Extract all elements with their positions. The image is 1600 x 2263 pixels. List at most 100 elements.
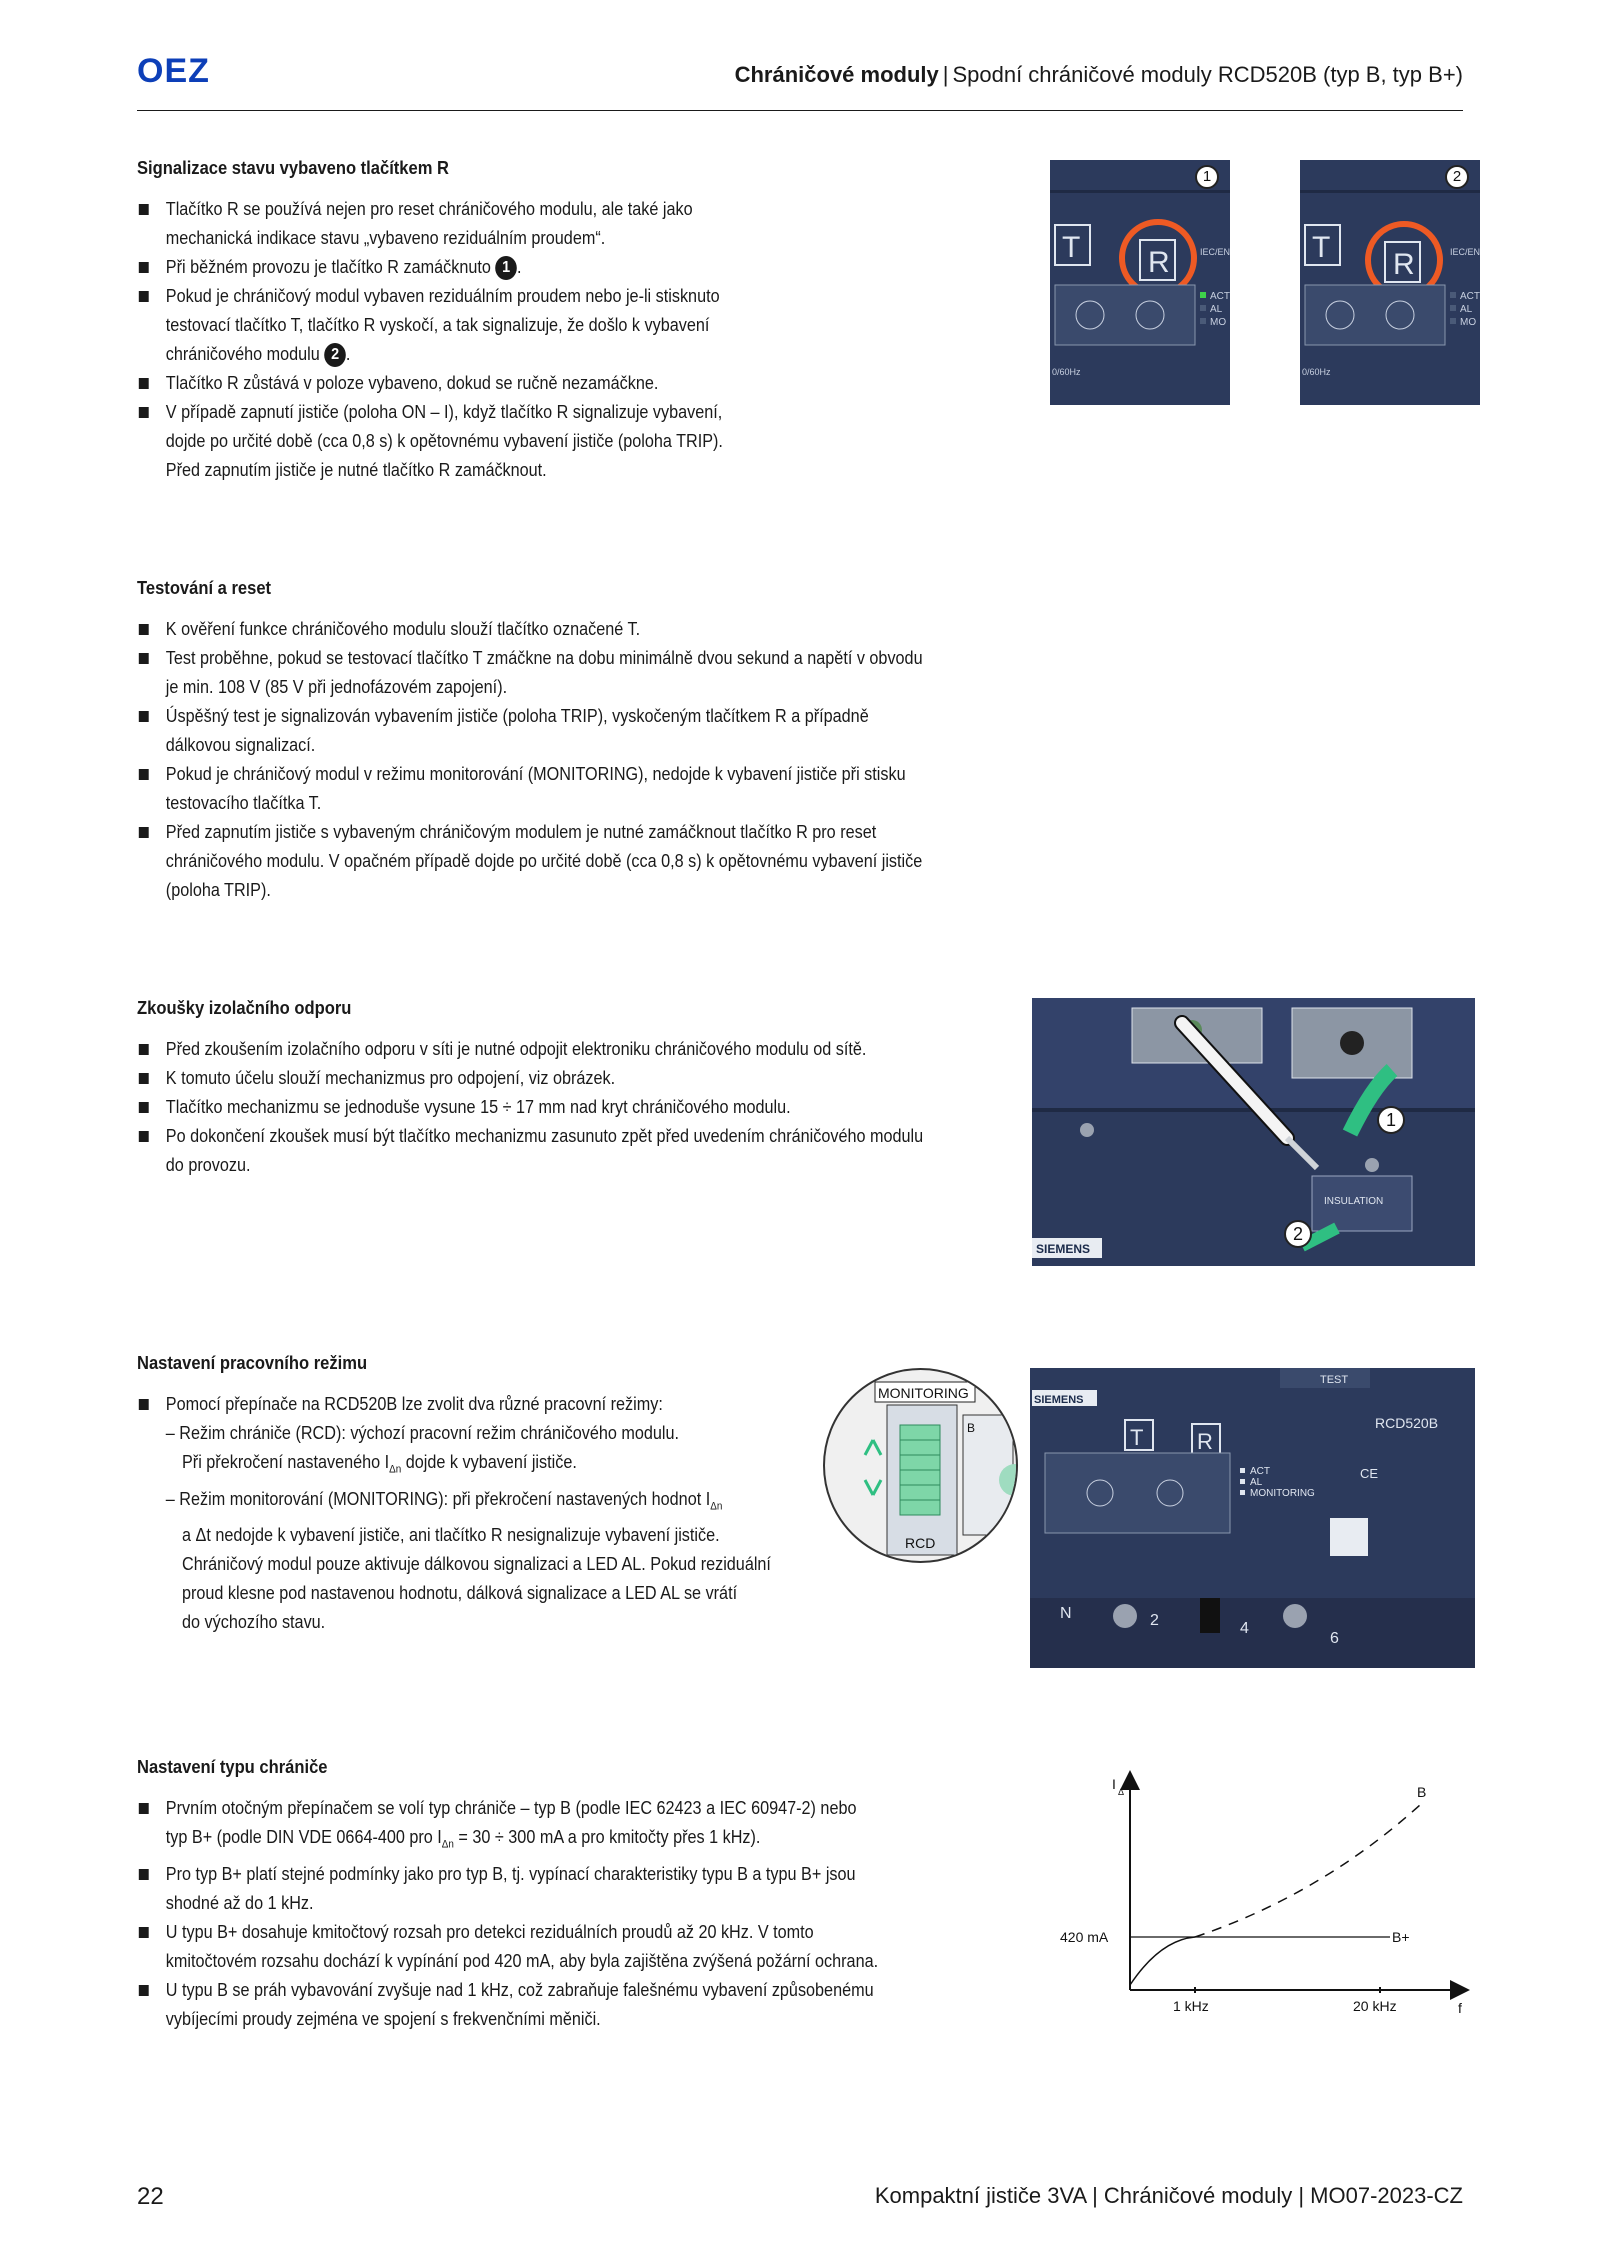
list-item: Před zapnutím jističe s vybaveným chráni… <box>137 818 947 905</box>
svg-text:RCD520B: RCD520B <box>1375 1415 1438 1431</box>
list-line: a Δt nedojde k vybavení jističe, ani tla… <box>182 1525 720 1546</box>
list-line: testovací tlačítko T, tlačítko R vyskočí… <box>165 315 710 335</box>
svg-text:R: R <box>1393 248 1415 281</box>
svg-text:AL: AL <box>1460 304 1473 315</box>
section-title: Signalizace stavu vybaveno tlačítkem R <box>137 158 450 178</box>
list-line: kmitočtovém rozsahu dochází k vypínání p… <box>165 1950 879 1971</box>
list-item: Prvním otočným přepínačem se volí typ ch… <box>137 1794 911 1860</box>
list-line: testovacího tlačítka T. <box>165 793 322 813</box>
trip-characteristic-graph: I Δ f B B+ 420 mA 1 kHz 20 kHz <box>1050 1765 1475 2015</box>
list-line: Prvním otočným přepínačem se volí typ ch… <box>165 1798 857 1818</box>
svg-text:TEST: TEST <box>1320 1374 1348 1386</box>
graph-svg: I Δ f B B+ 420 mA 1 kHz 20 kHz <box>1060 1770 1470 2015</box>
bullet-list: K ověření funkce chráničového modulu slo… <box>137 615 1037 905</box>
list-item: V případě zapnutí jističe (poloha ON – I… <box>137 398 767 485</box>
list-line: Pokud je chráničový modul v režimu monit… <box>165 764 906 784</box>
header-title: Chráničové moduly|Spodní chráničové modu… <box>735 62 1463 88</box>
svg-text:ACT: ACT <box>1210 291 1230 302</box>
bullet-list: Pomocí přepínače na RCD520B lze zvolit d… <box>137 1390 837 1637</box>
list-line: Pokud je chráničový modul vybaven rezidu… <box>165 286 720 306</box>
svg-text:ACT: ACT <box>1250 1466 1270 1477</box>
x-axis-label: f <box>1458 2000 1462 2015</box>
list-line: chráničového modulu. V opačném případě d… <box>165 851 923 871</box>
tick-label-20khz: 20 kHz <box>1353 1998 1397 2014</box>
svg-text:0/60Hz: 0/60Hz <box>1052 367 1081 377</box>
section-title: Nastavení pracovního režimu <box>137 1353 368 1373</box>
svg-text:MONITORING: MONITORING <box>1250 1488 1315 1499</box>
section-insulation: Zkoušky izolačního odporu Před zkoušením… <box>137 998 997 1180</box>
list-line: . <box>345 344 351 364</box>
list-line: – Režim monitorování (MONITORING): při p… <box>165 1488 723 1513</box>
section-title: Nastavení typu chrániče <box>137 1757 328 1777</box>
list-line: (poloha TRIP). <box>165 880 271 900</box>
curve-b-label: B <box>1417 1784 1426 1800</box>
list-line: V případě zapnutí jističe (poloha ON – I… <box>165 402 723 422</box>
curve-b-dashed <box>1194 1804 1421 1938</box>
insulation-photo: INSULATION SIEMENS 1 2 <box>1032 998 1475 1266</box>
list-line: je min. 108 V (85 V při jednofázovém zap… <box>165 677 508 697</box>
device-illustration: T R IEC/EN ACT AL MO 0/60Hz <box>1300 160 1480 405</box>
list-item: Test proběhne, pokud se testovací tlačít… <box>137 644 947 702</box>
list-line: – Režim chrániče (RCD): výchozí pracovní… <box>165 1423 679 1443</box>
photo-label-1: 1 <box>1377 1106 1405 1134</box>
svg-text:6: 6 <box>1330 1630 1339 1647</box>
bullet-list: Prvním otočným přepínačem se volí typ ch… <box>137 1794 997 2034</box>
list-line: proud klesne pod nastavenou hodnotu, dál… <box>182 1583 738 1604</box>
svg-text:SIEMENS: SIEMENS <box>1034 1394 1084 1406</box>
svg-text:ACT: ACT <box>1460 291 1480 302</box>
svg-text:AL: AL <box>1250 1477 1263 1488</box>
badge-1: 1 <box>495 256 517 281</box>
svg-text:0/60Hz: 0/60Hz <box>1302 367 1331 377</box>
svg-text:CE: CE <box>1360 1466 1378 1481</box>
list-item: Při běžném provozu je tlačítko R zamáčkn… <box>137 253 767 282</box>
footer-text: Kompaktní jističe 3VA | Chráničové modul… <box>874 2183 1463 2208</box>
svg-text:INSULATION: INSULATION <box>1324 1196 1383 1207</box>
insulation-illustration: INSULATION SIEMENS <box>1032 998 1475 1266</box>
list-line: mechanická indikace stavu „vybaveno rezi… <box>165 228 606 248</box>
list-line: Úspěšný test je signalizován vybavením j… <box>165 706 869 726</box>
list-item: Tlačítko R se používá nejen pro reset ch… <box>137 195 767 253</box>
list-line: . <box>516 257 522 277</box>
list-line: Při překročení nastaveného IΔn dojde k v… <box>182 1452 577 1476</box>
svg-text:SIEMENS: SIEMENS <box>1036 1242 1090 1256</box>
list-line: Pro typ B+ platí stejné podmínky jako pr… <box>165 1863 856 1884</box>
list-line: Tlačítko R zůstává v poloze vybaveno, do… <box>165 373 659 393</box>
svg-text:MO: MO <box>1460 317 1476 328</box>
list-line: typ B+ (podle DIN VDE 0664-400 pro IΔn =… <box>165 1827 761 1851</box>
y-axis-label-sub: Δ <box>1118 1787 1124 1797</box>
section-breaker-type: Nastavení typu chrániče Prvním otočným p… <box>137 1757 997 2034</box>
list-item: Pokud je chráničový modul vybaven rezidu… <box>137 282 767 369</box>
section-testing: Testování a reset K ověření funkce chrán… <box>137 578 1037 905</box>
photo-label-2: 2 <box>1445 165 1469 189</box>
header-separator: | <box>942 62 949 87</box>
switch-closeup: MONITORING RCD B <box>823 1368 1018 1563</box>
list-item: Pokud je chráničový modul v režimu monit… <box>137 760 947 818</box>
list-item: Tlačítko mechanizmu se jednoduše vysune … <box>137 1093 911 1122</box>
section-title: Zkoušky izolačního odporu <box>137 998 352 1018</box>
list-line: Pomocí přepínače na RCD520B lze zvolit d… <box>165 1394 663 1414</box>
device-photo-tripped: T R IEC/EN ACT AL MO 0/60Hz 2 <box>1300 160 1480 405</box>
list-item: K tomuto účelu slouží mechanizmus pro od… <box>137 1064 911 1093</box>
list-item: Pomocí přepínače na RCD520B lze zvolit d… <box>137 1390 771 1637</box>
svg-text:IEC/EN: IEC/EN <box>1450 247 1480 257</box>
photo-label-1: 1 <box>1195 165 1219 189</box>
svg-text:IEC/EN: IEC/EN <box>1200 247 1230 257</box>
list-line: U typu B+ dosahuje kmitočtový rozsah pro… <box>165 1921 814 1942</box>
svg-text:MO: MO <box>1210 317 1226 328</box>
list-item: Pro typ B+ platí stejné podmínky jako pr… <box>137 1860 911 1918</box>
level-label: 420 mA <box>1060 1929 1109 1945</box>
list-line: do provozu. <box>165 1155 251 1175</box>
list-line: Tlačítko R se používá nejen pro reset ch… <box>165 199 693 219</box>
svg-text:N: N <box>1060 1605 1072 1622</box>
list-line: do výchozího stavu. <box>182 1612 326 1633</box>
header-rule <box>137 110 1463 111</box>
svg-text:T: T <box>1130 1425 1143 1450</box>
list-item: Úspěšný test je signalizován vybavením j… <box>137 702 947 760</box>
list-line: Před zapnutím jističe je nutné tlačítko … <box>165 460 547 480</box>
photo-label-2: 2 <box>1284 1220 1312 1248</box>
list-line: Chráničový modul pouze aktivuje dálkovou… <box>182 1554 771 1575</box>
bullet-list: Před zkoušením izolačního odporu v síti … <box>137 1035 997 1180</box>
list-line: dálkovou signalizací. <box>165 735 316 755</box>
list-line: K ověření funkce chráničového modulu slo… <box>165 619 641 639</box>
oez-logo: OEZ <box>137 52 210 90</box>
